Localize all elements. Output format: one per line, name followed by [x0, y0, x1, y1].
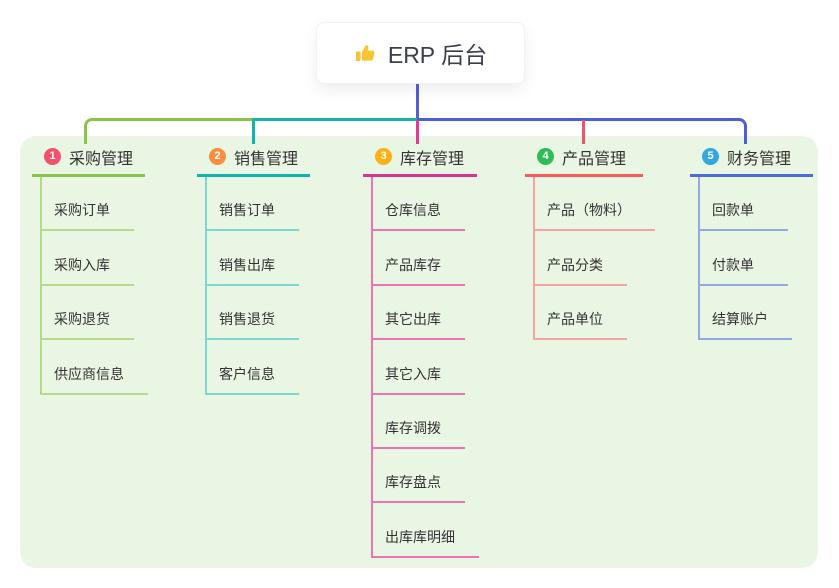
node-item[interactable]: 客户信息 — [205, 340, 299, 395]
node-item[interactable]: 产品（物料） — [533, 177, 655, 232]
branch-label: 库存管理 — [400, 150, 465, 168]
branch-finance: 5 财务管理 回款单 付款单 结算账户 — [690, 144, 813, 341]
node-item[interactable]: 销售退货 — [205, 286, 299, 341]
branch-label: 财务管理 — [727, 150, 792, 168]
connector-branch-2 — [252, 118, 417, 144]
branch-purchase-children: 采购订单 采购入库 采购退货 供应商信息 — [40, 177, 148, 395]
branch-inventory-header[interactable]: 3 库存管理 — [363, 144, 477, 177]
branch-product: 4 产品管理 产品（物料） 产品分类 产品单位 — [525, 144, 655, 341]
branch-number-badge: 1 — [44, 148, 61, 165]
node-item[interactable]: 供应商信息 — [40, 340, 148, 395]
connector-branch-3 — [416, 120, 419, 144]
node-item[interactable]: 库存调拨 — [371, 395, 465, 449]
connector-branch-1 — [84, 118, 252, 144]
connector-branch-4 — [582, 120, 585, 144]
branch-label: 采购管理 — [69, 150, 134, 168]
root-node-label: ERP 后台 — [387, 42, 488, 68]
node-item[interactable]: 出库库明细 — [371, 503, 479, 558]
connector-branch-5 — [417, 118, 747, 144]
mindmap-panel — [20, 136, 818, 568]
branch-product-header[interactable]: 4 产品管理 — [525, 144, 643, 177]
node-item[interactable]: 产品分类 — [533, 231, 627, 286]
node-item[interactable]: 其它入库 — [371, 340, 465, 395]
branch-sales: 2 销售管理 销售订单 销售出库 销售退货 客户信息 — [197, 144, 310, 395]
branch-sales-header[interactable]: 2 销售管理 — [197, 144, 310, 177]
node-item[interactable]: 产品库存 — [371, 231, 465, 286]
branch-inventory: 3 库存管理 仓库信息 产品库存 其它出库 其它入库 库存调拨 库存盘点 出库库… — [363, 144, 479, 558]
node-item[interactable]: 仓库信息 — [371, 177, 465, 232]
branch-number-badge: 2 — [209, 148, 226, 165]
branch-inventory-children: 仓库信息 产品库存 其它出库 其它入库 库存调拨 库存盘点 出库库明细 — [371, 177, 479, 558]
branch-sales-children: 销售订单 销售出库 销售退货 客户信息 — [205, 177, 310, 395]
branch-number-badge: 4 — [537, 148, 554, 165]
branch-number-badge: 3 — [375, 148, 392, 165]
branch-number-badge: 5 — [702, 148, 719, 165]
node-item[interactable]: 付款单 — [698, 231, 788, 286]
branch-purchase-header[interactable]: 1 采购管理 — [32, 144, 145, 177]
node-item[interactable]: 采购入库 — [40, 231, 134, 286]
branch-label: 销售管理 — [234, 150, 299, 168]
branch-finance-header[interactable]: 5 财务管理 — [690, 144, 813, 177]
root-stem-line — [416, 81, 419, 119]
root-node-erp[interactable]: ERP 后台 — [316, 22, 525, 84]
branch-product-children: 产品（物料） 产品分类 产品单位 — [533, 177, 655, 341]
node-item[interactable]: 采购退货 — [40, 286, 134, 341]
branch-purchase: 1 采购管理 采购订单 采购入库 采购退货 供应商信息 — [32, 144, 148, 395]
node-item[interactable]: 产品单位 — [533, 286, 627, 341]
node-item[interactable]: 其它出库 — [371, 286, 465, 341]
branch-finance-children: 回款单 付款单 结算账户 — [698, 177, 813, 341]
node-item[interactable]: 销售出库 — [205, 231, 299, 286]
thumbs-up-icon — [354, 41, 378, 65]
node-item[interactable]: 回款单 — [698, 177, 788, 232]
node-item[interactable]: 结算账户 — [698, 286, 792, 341]
node-item[interactable]: 采购订单 — [40, 177, 134, 232]
node-item[interactable]: 库存盘点 — [371, 449, 465, 504]
node-item[interactable]: 销售订单 — [205, 177, 299, 232]
branch-label: 产品管理 — [562, 150, 627, 168]
